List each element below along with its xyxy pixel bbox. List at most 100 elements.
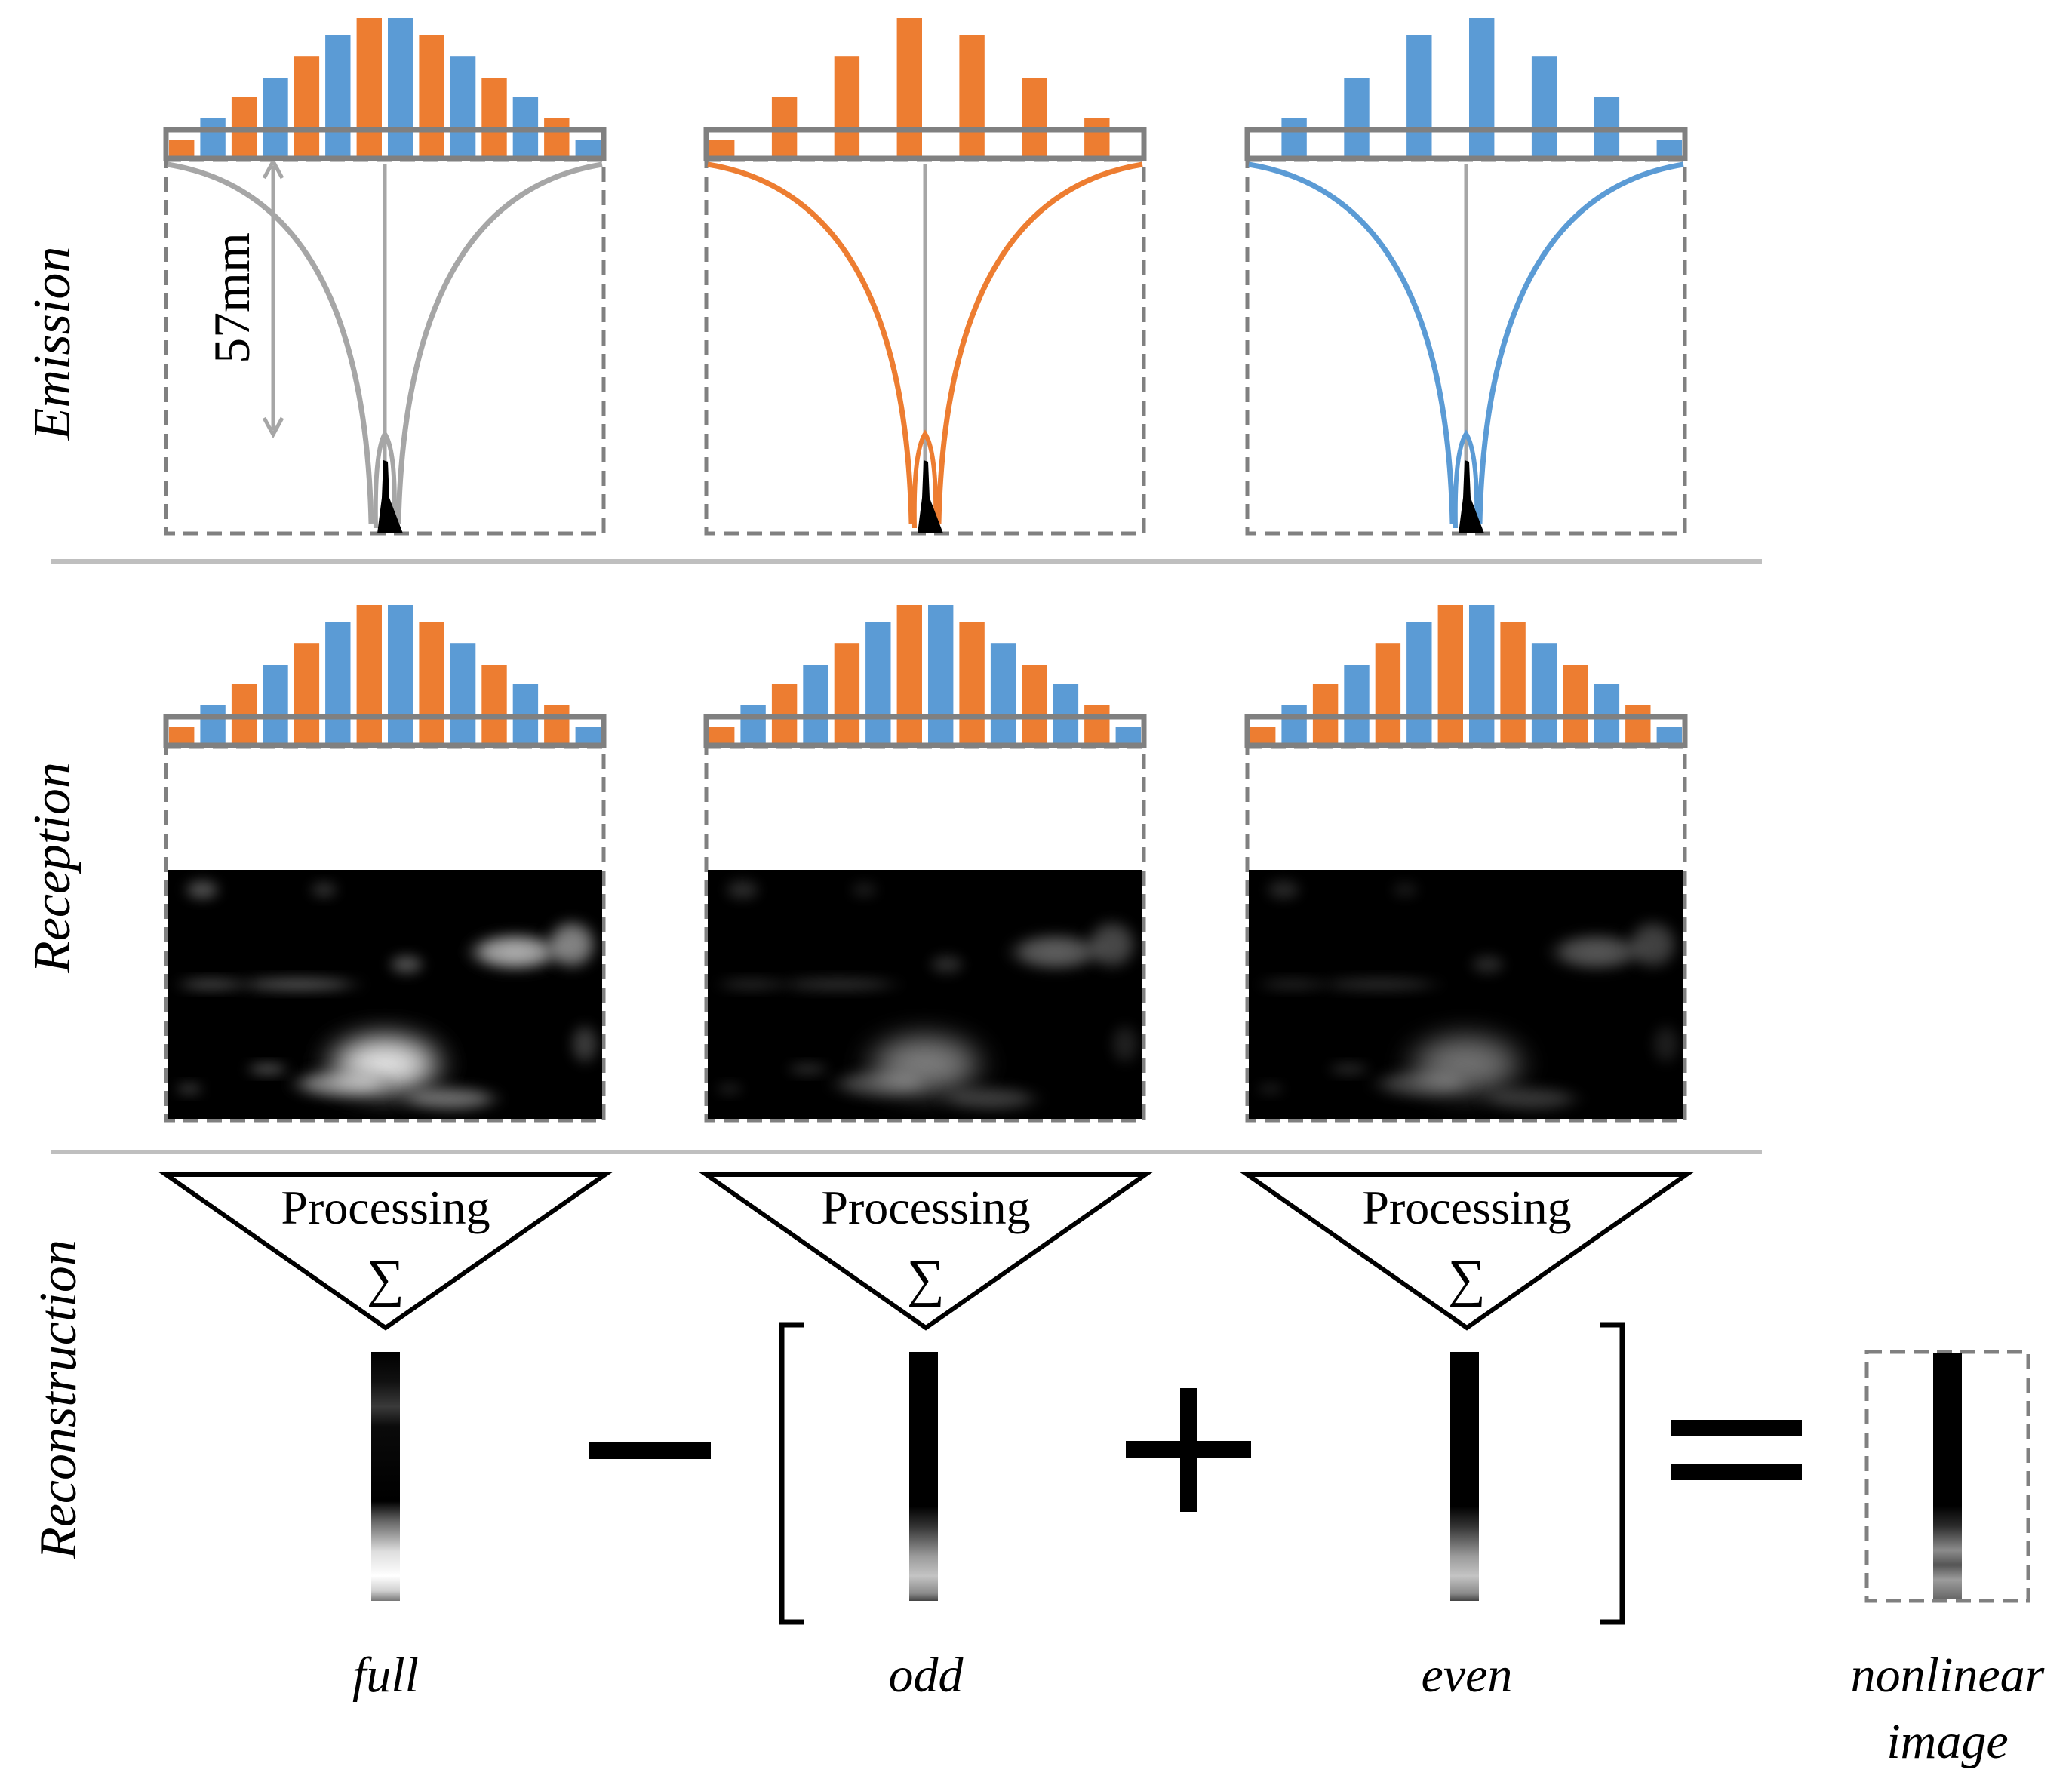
reception-element-full-13 xyxy=(544,705,570,745)
plus-operator-v xyxy=(1180,1388,1197,1512)
emission-array-odd xyxy=(703,18,1147,161)
equals-operator-top xyxy=(1671,1420,1802,1436)
sum-symbol-even: ∑ xyxy=(1448,1250,1486,1308)
processing-block-full: Processing ∑ xyxy=(158,1172,613,1331)
speckle-blob xyxy=(567,1019,602,1069)
row-title-reception: Reception xyxy=(23,762,81,974)
speckle-blob xyxy=(389,1083,512,1114)
apodization-bars xyxy=(163,18,1688,748)
speckle-blob xyxy=(929,1083,1052,1114)
distance-arrowhead-top xyxy=(262,157,284,180)
sum-symbol-odd: ∑ xyxy=(907,1250,945,1308)
reception-transducer-outline-even xyxy=(1244,714,1688,748)
reception-element-odd-10 xyxy=(990,643,1016,745)
reception-element-full-4 xyxy=(263,665,288,745)
speckle-blob xyxy=(760,975,917,994)
emission-element-full-1 xyxy=(169,140,195,158)
reception-element-odd-14 xyxy=(1115,727,1141,745)
speckle-blob xyxy=(220,975,377,994)
processing-label-even: Processing xyxy=(1362,1181,1571,1234)
reception-element-even-2 xyxy=(1281,705,1307,745)
emission-element-full-2 xyxy=(200,118,226,158)
focal-gray-full xyxy=(373,429,397,529)
reception-element-full-14 xyxy=(575,727,601,745)
emission-element-even-4 xyxy=(1344,78,1370,158)
reconstruction-equation xyxy=(371,1322,2030,1625)
speckle-blob xyxy=(1322,1061,1376,1077)
speckle-blob xyxy=(708,976,795,992)
label-result-line2: image xyxy=(1886,1714,2008,1769)
reception-image-even xyxy=(1249,870,1683,1119)
processing-blocks: Processing ∑ Processing ∑ Processing ∑ xyxy=(158,1172,1694,1331)
processing-block-odd: Processing ∑ xyxy=(699,1172,1153,1331)
speckle-blob xyxy=(541,914,602,975)
emission-element-full-14 xyxy=(575,140,601,158)
emission-transducer-outline-full xyxy=(163,127,607,161)
speckle-blob xyxy=(721,877,764,902)
minus-operator xyxy=(589,1442,711,1459)
line-image-full xyxy=(371,1352,400,1601)
focal-orange-odd xyxy=(911,429,939,529)
reception-array-full xyxy=(163,605,607,748)
bracket-left xyxy=(779,1322,804,1625)
speckle-blob xyxy=(712,1081,747,1097)
speckle-blob xyxy=(1388,880,1423,900)
reception-element-odd-2 xyxy=(740,705,766,745)
emission-element-odd-9 xyxy=(959,35,985,158)
speckle-blob xyxy=(306,880,342,900)
reception-element-odd-4 xyxy=(803,665,828,745)
focal-spot-even xyxy=(1459,460,1484,533)
emission-element-full-5 xyxy=(294,56,320,158)
reception-element-even-6 xyxy=(1406,622,1432,745)
reception-element-full-7 xyxy=(356,605,382,745)
reception-element-odd-9 xyxy=(959,622,985,745)
speckle-blob xyxy=(847,880,882,900)
reception-array-even xyxy=(1244,605,1688,748)
reception-element-odd-7 xyxy=(896,605,922,745)
emission-element-odd-13 xyxy=(1084,118,1110,158)
speckle-blob xyxy=(1081,914,1142,975)
speckle-blob xyxy=(1301,975,1458,994)
emission-element-full-8 xyxy=(388,18,413,158)
speckle-blob xyxy=(1470,1083,1593,1114)
processing-label-odd: Processing xyxy=(821,1181,1030,1234)
beam-arc-left-full xyxy=(167,161,374,524)
speckle-blob xyxy=(1253,1081,1288,1097)
reception-element-even-1 xyxy=(1250,727,1276,745)
reception-image-odd xyxy=(708,870,1142,1119)
row-title-reconstruction: Reconstruction xyxy=(29,1240,88,1560)
speckle-blob xyxy=(1361,1066,1484,1101)
reception-element-odd-11 xyxy=(1022,665,1047,745)
result-frame xyxy=(1864,1350,2030,1603)
emission-element-even-8 xyxy=(1469,18,1495,158)
speckle-blob xyxy=(781,1061,835,1077)
reception-element-even-5 xyxy=(1375,643,1401,745)
emission-array-even xyxy=(1244,18,1688,161)
bracket-right xyxy=(1600,1322,1625,1625)
reception-element-odd-1 xyxy=(709,727,735,745)
speckle-blob xyxy=(1262,877,1305,902)
line-image-result xyxy=(1933,1353,1962,1599)
reception-element-odd-6 xyxy=(865,622,891,745)
speckle-blob xyxy=(280,1066,403,1101)
processing-triangle-full xyxy=(158,1172,613,1331)
beam-arc-left-even xyxy=(1248,161,1456,524)
reception-array-odd xyxy=(703,605,1147,748)
emission-element-full-13 xyxy=(544,118,570,158)
emission-element-full-7 xyxy=(356,18,382,158)
emission-element-full-10 xyxy=(450,56,476,158)
focal-blue-even xyxy=(1453,429,1480,529)
emission-element-odd-1 xyxy=(709,140,735,158)
emission-element-full-11 xyxy=(481,78,507,158)
emission-element-odd-5 xyxy=(834,56,860,158)
reception-row xyxy=(164,745,1687,1123)
distance-label: 57mm xyxy=(203,232,260,364)
speckle-blob xyxy=(171,1081,207,1097)
reception-element-full-5 xyxy=(294,643,320,745)
reception-element-even-7 xyxy=(1437,605,1463,745)
reception-image-full xyxy=(168,870,602,1119)
reception-transducer-outline-odd xyxy=(703,714,1147,748)
focal-spot-odd xyxy=(918,460,943,533)
reception-element-even-14 xyxy=(1656,727,1682,745)
